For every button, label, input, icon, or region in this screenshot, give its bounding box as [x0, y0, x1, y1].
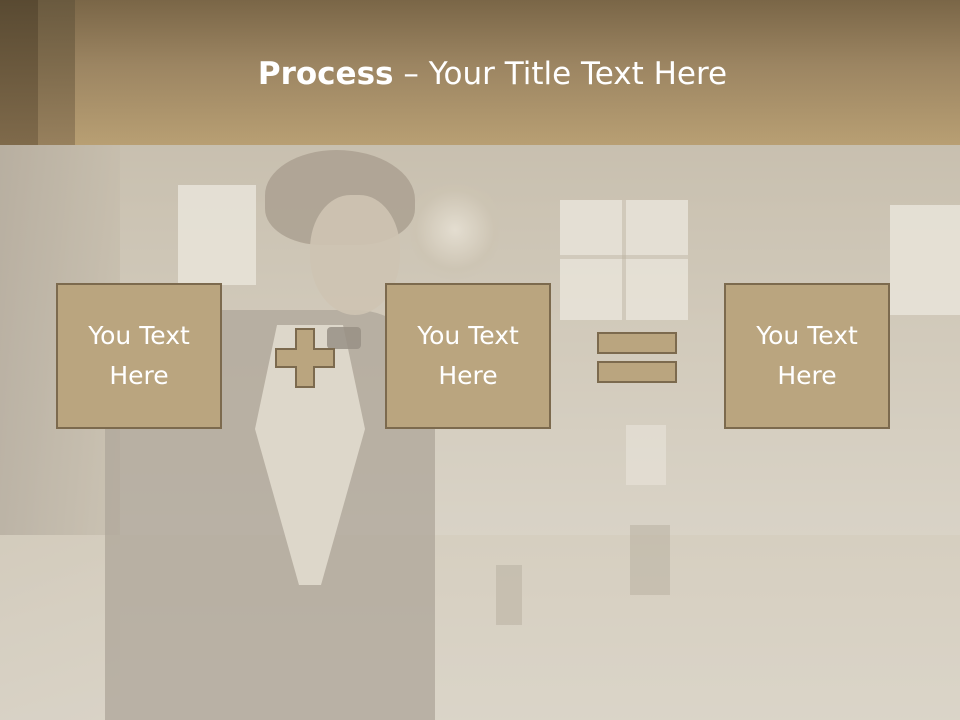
equals-icon [597, 332, 677, 383]
photo-window [560, 200, 688, 320]
background-photo [0, 145, 960, 720]
process-box-text: You Text Here [417, 316, 519, 396]
title-bold: Process [257, 56, 394, 92]
plus-icon [275, 328, 335, 388]
box-text-line2: Here [109, 361, 169, 390]
photo-window [890, 205, 960, 315]
box-text-line1: You Text [756, 321, 858, 350]
box-text-line2: Here [438, 361, 498, 390]
slide-title[interactable]: Process – Your Title Text Here [75, 50, 910, 98]
process-box-1[interactable]: You Text Here [56, 283, 222, 429]
box-text-line1: You Text [417, 321, 519, 350]
window-mullion [622, 200, 626, 320]
photo-chair [496, 565, 522, 625]
photo-overlay [0, 145, 960, 720]
photo-chair [630, 525, 670, 595]
box-text-line1: You Text [88, 321, 190, 350]
header-band: Process – Your Title Text Here [0, 0, 960, 145]
process-box-3[interactable]: You Text Here [724, 283, 890, 429]
process-box-text: You Text Here [88, 316, 190, 396]
title-rest: – Your Title Text Here [393, 56, 728, 92]
header-accent-stripe [38, 0, 75, 145]
header-accent-stripe [0, 0, 38, 145]
figure-bow-tie [327, 327, 361, 349]
photo-chandelier [410, 175, 500, 285]
window-transom [560, 255, 688, 259]
process-box-2[interactable]: You Text Here [385, 283, 551, 429]
process-box-text: You Text Here [756, 316, 858, 396]
photo-window [626, 425, 666, 485]
photo-window [178, 185, 256, 285]
box-text-line2: Here [777, 361, 837, 390]
photo-man-in-tuxedo [95, 145, 445, 720]
